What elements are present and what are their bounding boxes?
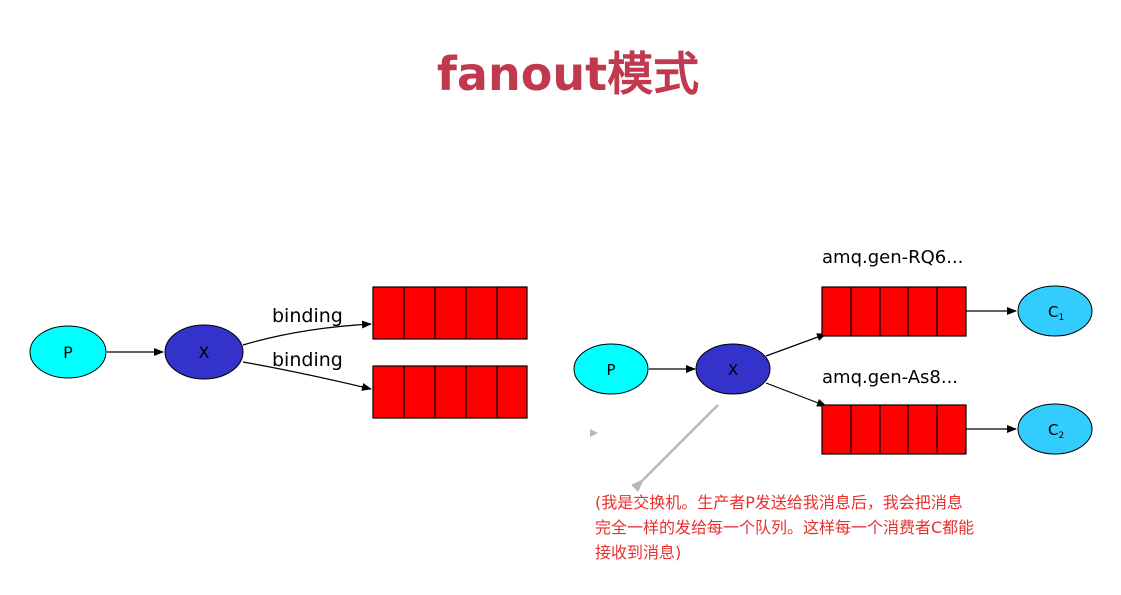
left-edge-x-to-queue1 [242, 320, 372, 346]
exchange-note-line-2: 完全一样的发给每一个队列。这样每一个消费者C都能 [595, 518, 975, 537]
right-consumer-2-shape [1017, 403, 1093, 455]
left-producer-node: P [29, 325, 107, 379]
exchange-note-line-1: (我是交换机。生产者P发送给我消息后，我会把消息 [595, 493, 963, 512]
right-queue-1 [821, 286, 967, 337]
exchange-note: (我是交换机。生产者P发送给我消息后，我会把消息 完全一样的发给每一个队列。这样… [595, 490, 1035, 565]
right-queue-2 [821, 404, 967, 455]
right-producer-node: P [573, 343, 649, 395]
callout-arrow [630, 404, 719, 493]
left-exchange-node: X [164, 324, 244, 380]
right-edge-x-to-queue1 [765, 333, 827, 357]
left-exchange-label: X [199, 343, 210, 362]
right-exchange-shape [695, 343, 771, 395]
right-exchange-label: X [728, 361, 738, 379]
left-producer-shape [29, 325, 107, 379]
page-title: fanout模式 [436, 47, 700, 101]
right-queue-label-2: amq.gen-As8... [822, 367, 958, 388]
left-diagram: P X binding binding [29, 286, 528, 419]
left-producer-label: P [63, 343, 73, 362]
right-producer-shape [573, 343, 649, 395]
right-edge-x-to-queue2 [765, 382, 827, 407]
small-triangle-icon [590, 429, 598, 437]
right-consumer-1-label: C1 [1048, 303, 1064, 323]
left-edge-x-to-queue2 [242, 361, 372, 391]
right-diagram: P X amq.gen-RQ6... amq.gen-As8... [573, 247, 1093, 493]
left-queue-1 [372, 286, 528, 340]
right-queue-label-1: amq.gen-RQ6... [822, 247, 963, 268]
left-binding-label-1: binding [272, 305, 343, 327]
left-binding-label-2: binding [272, 349, 343, 371]
right-consumer-1-shape [1017, 285, 1093, 337]
right-exchange-node: X [695, 343, 771, 395]
exchange-note-line-3: 接收到消息) [595, 543, 682, 562]
left-exchange-shape [164, 324, 244, 380]
right-consumer-1-node: C1 [1017, 285, 1093, 337]
right-producer-label: P [606, 361, 615, 379]
right-consumer-2-node: C2 [1017, 403, 1093, 455]
left-queue-2 [372, 365, 528, 419]
right-consumer-2-label: C2 [1048, 421, 1064, 441]
